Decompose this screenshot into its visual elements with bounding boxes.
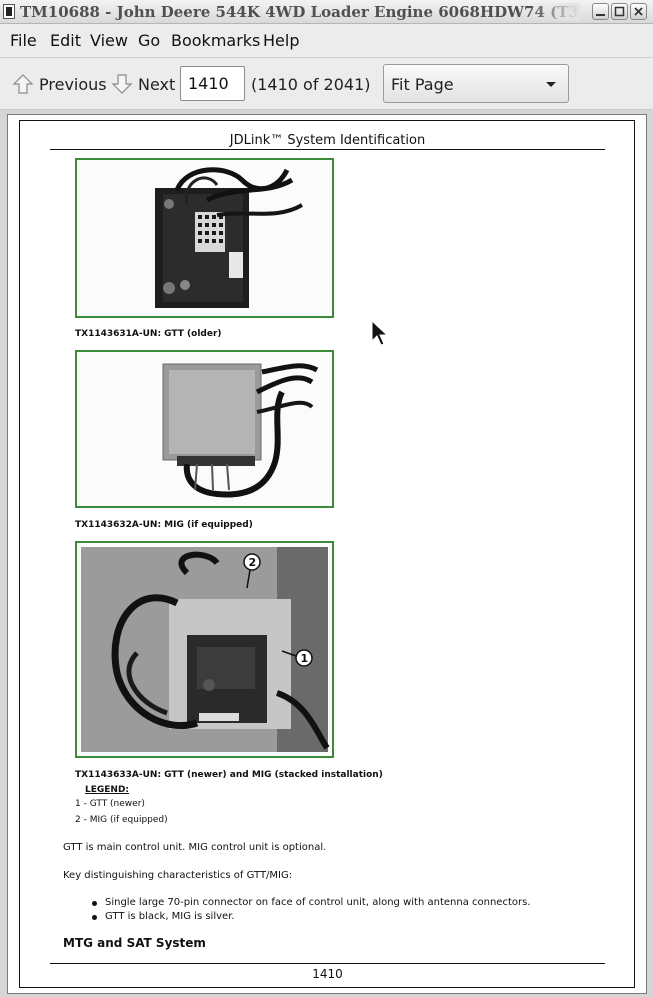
caption-figure-2: TX1143632A-UN: MIG (if equipped) xyxy=(75,520,253,530)
callout-2-marker xyxy=(243,553,261,571)
control-unit-photo xyxy=(77,160,332,316)
figure-stacked-installation: 2 1 xyxy=(75,541,334,758)
arrow-up-icon xyxy=(12,74,34,94)
menu-bar: File Edit View Go Bookmarks Help xyxy=(0,24,653,58)
bullet-connector: Single large 70-pin connector on face of… xyxy=(91,897,531,908)
menu-edit[interactable]: Edit xyxy=(50,31,81,50)
callout-2-label: 2 xyxy=(249,556,257,569)
mouse-cursor-icon xyxy=(371,320,389,346)
caption-figure-3: TX1143633A-UN: GTT (newer) and MIG (stac… xyxy=(75,770,383,780)
menu-go[interactable]: Go xyxy=(138,31,161,50)
page-frame: JDLink™ System Identification xyxy=(19,120,635,988)
zoom-value: Fit Page xyxy=(391,75,454,94)
paragraph-control-unit: GTT is main control unit. MIG control un… xyxy=(63,842,327,853)
close-button[interactable] xyxy=(630,3,647,20)
callout-1-label: 1 xyxy=(301,652,309,665)
caption-figure-1: TX1143631A-UN: GTT (older) xyxy=(75,329,222,339)
chevron-down-icon xyxy=(546,82,556,87)
document-app-icon xyxy=(3,4,15,19)
paragraph-key-characteristics: Key distinguishing characteristics of GT… xyxy=(63,870,293,881)
page-footer-number: 1410 xyxy=(312,967,343,981)
legend-title: LEGEND: xyxy=(85,785,130,795)
legend-item-1: 1 - GTT (newer) xyxy=(75,799,145,809)
toolbar: Previous Next (1410 of 2041) Fit Page xyxy=(0,58,653,110)
minimize-button[interactable] xyxy=(592,3,609,20)
menu-file[interactable]: File xyxy=(10,31,37,50)
footer-rule xyxy=(50,963,605,964)
previous-label: Previous xyxy=(39,74,107,94)
menu-view[interactable]: View xyxy=(90,31,128,50)
maximize-button[interactable] xyxy=(611,3,628,20)
callout-1-marker xyxy=(295,649,313,667)
maximize-icon xyxy=(614,6,625,17)
legend-item-2: 2 - MIG (if equipped) xyxy=(75,815,168,825)
bullet-color: GTT is black, MIG is silver. xyxy=(92,911,235,922)
window-title: TM10688 - John Deere 544K 4WD Loader Eng… xyxy=(20,3,580,21)
page-number-input[interactable] xyxy=(180,66,245,101)
menu-help[interactable]: Help xyxy=(263,31,300,50)
mig-unit-photo xyxy=(77,352,332,506)
stacked-installation-photo: 2 1 xyxy=(77,543,332,756)
menu-bookmarks[interactable]: Bookmarks xyxy=(171,31,261,50)
section-heading: MTG and SAT System xyxy=(63,936,206,950)
minimize-icon xyxy=(596,14,605,16)
next-label: Next xyxy=(138,74,176,94)
title-bar: TM10688 - John Deere 544K 4WD Loader Eng… xyxy=(0,0,653,24)
zoom-select[interactable]: Fit Page xyxy=(383,64,569,103)
document-header: JDLink™ System Identification xyxy=(229,133,426,148)
page-count: (1410 of 2041) xyxy=(251,75,371,94)
previous-button[interactable]: Previous xyxy=(12,70,107,98)
figure-gtt-older xyxy=(75,158,334,318)
next-button[interactable]: Next xyxy=(111,70,175,98)
figure-mig xyxy=(75,350,334,508)
document-page: JDLink™ System Identification xyxy=(7,114,647,994)
document-viewer[interactable]: JDLink™ System Identification xyxy=(0,110,653,997)
close-icon xyxy=(634,7,643,16)
header-rule xyxy=(50,149,605,150)
arrow-down-icon xyxy=(111,74,133,94)
